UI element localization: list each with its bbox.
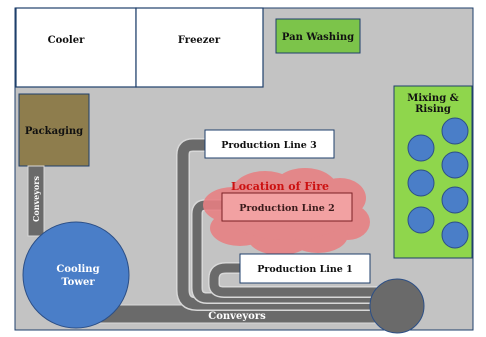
pan-washing-area (275, 18, 361, 54)
cooler-label: Cooler (48, 35, 85, 46)
production-line-3-box (204, 129, 335, 159)
mixing-tank (407, 134, 435, 162)
production-line-1-box (239, 253, 371, 284)
vertical-conveyor-label: Conveyors (31, 176, 41, 222)
cooling-tower-label-line2: Tower (61, 277, 95, 288)
mixing-tank (407, 206, 435, 234)
mixing-tank (441, 151, 469, 179)
vertical-conveyor (27, 165, 45, 237)
production-line-2-label: Production Line 2 (239, 203, 335, 214)
cooling-tower-label-line1: Cooling (56, 264, 99, 275)
freezer-label: Freezer (178, 35, 221, 46)
mixing-tank (441, 117, 469, 145)
conveyor-system (27, 138, 425, 334)
mixing-tank (441, 221, 469, 249)
mixing-tank (407, 169, 435, 197)
packaging-label: Packaging (25, 126, 83, 137)
mixing-rising-label-line2: Rising (415, 104, 451, 115)
packaging-area (18, 93, 90, 167)
production-line-2-box (221, 192, 353, 222)
freezer-room (135, 7, 264, 88)
production-line-1-label: Production Line 1 (257, 264, 353, 275)
mixing-tanks (407, 117, 469, 249)
production-line-3-label: Production Line 3 (221, 140, 317, 151)
fire-location-label: Location of Fire (231, 180, 329, 193)
conveyor-end-hopper (369, 278, 425, 334)
horizontal-conveyor-label: Conveyors (208, 311, 266, 322)
pan-washing-label: Pan Washing (282, 32, 354, 43)
mixing-rising-label-line1: Mixing & (407, 93, 458, 104)
mixing-tank (441, 186, 469, 214)
cooler-room (15, 7, 137, 88)
cooling-tower (22, 221, 130, 329)
